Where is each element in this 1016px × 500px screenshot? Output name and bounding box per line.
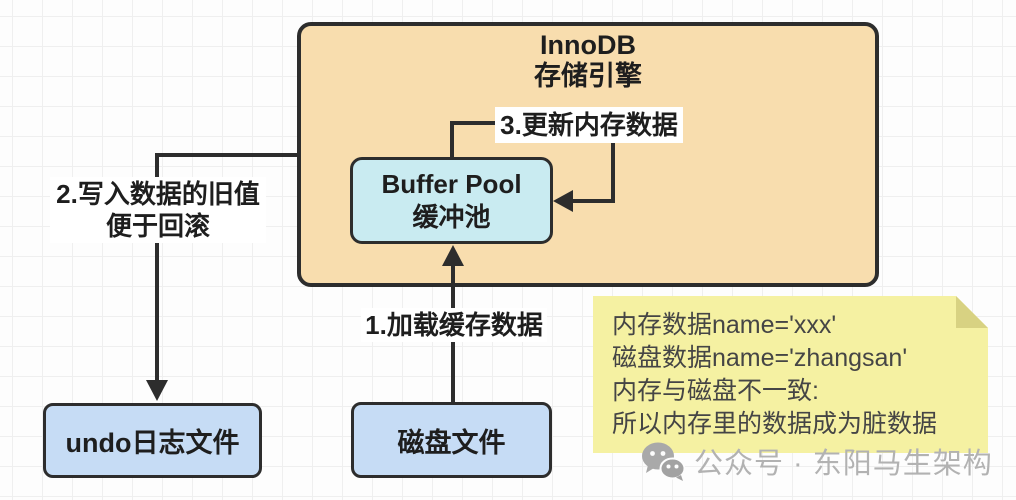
step2-write-old-value-label: 2.写入数据的旧值 便于回滚: [50, 177, 266, 243]
undo-log-file-box: undo日志文件: [43, 403, 262, 478]
disk-file-label: 磁盘文件: [397, 427, 506, 458]
note-line-3: 内存与磁盘不一致:: [612, 377, 819, 405]
step2-label-line2: 便于回滚: [105, 211, 210, 241]
note-body: [593, 296, 988, 453]
buffer-pool-title-line2: 缓冲池: [412, 201, 491, 232]
arrow-step2-segment-down: [155, 153, 159, 381]
step3-update-memory-label: 3.更新内存数据: [495, 107, 683, 143]
arrow-step3-segment-up: [450, 121, 454, 160]
note-line-2: 磁盘数据name='zhangsan': [612, 344, 908, 372]
innodb-engine-box: InnoDB 存储引擎: [297, 22, 879, 287]
note-line-4: 所以内存里的数据成为脏数据: [612, 410, 938, 438]
arrow-step3-segment-down: [611, 140, 615, 203]
disk-file-box: 磁盘文件: [351, 402, 552, 478]
buffer-pool-title-line1: Buffer Pool: [381, 168, 522, 199]
innodb-engine-title-line1: InnoDB: [540, 30, 636, 60]
arrow-step3-head-left: [553, 190, 573, 212]
arrow-step2-segment-left: [155, 153, 299, 157]
undo-log-file-label: undo日志文件: [65, 428, 240, 458]
arrow-step2-head-down: [146, 380, 168, 401]
watermark-text: 公众号 · 东阳马生架构: [694, 448, 993, 480]
step2-label-line1: 2.写入数据的旧值: [56, 179, 260, 209]
step1-load-cache-label: 1.加载缓存数据: [361, 308, 547, 342]
arrow-step1-head-up: [442, 245, 464, 266]
wechat-icon: [642, 442, 685, 481]
innodb-engine-title: InnoDB 存储引擎: [534, 30, 642, 92]
innodb-engine-title-line2: 存储引擎: [534, 61, 642, 91]
note-line-1: 内存数据name='xxx': [612, 311, 837, 339]
watermark: 公众号 · 东阳马生架构: [641, 440, 993, 482]
dirty-data-note: 内存数据name='xxx' 磁盘数据name='zhangsan' 内存与磁盘…: [593, 296, 988, 453]
arrow-step3-segment-left: [570, 199, 615, 203]
buffer-pool-box: Buffer Pool 缓冲池: [350, 157, 553, 244]
note-text: 内存数据name='xxx' 磁盘数据name='zhangsan' 内存与磁盘…: [612, 309, 937, 441]
note-fold-corner: [956, 296, 988, 328]
arrow-step3-segment-right: [450, 121, 510, 125]
